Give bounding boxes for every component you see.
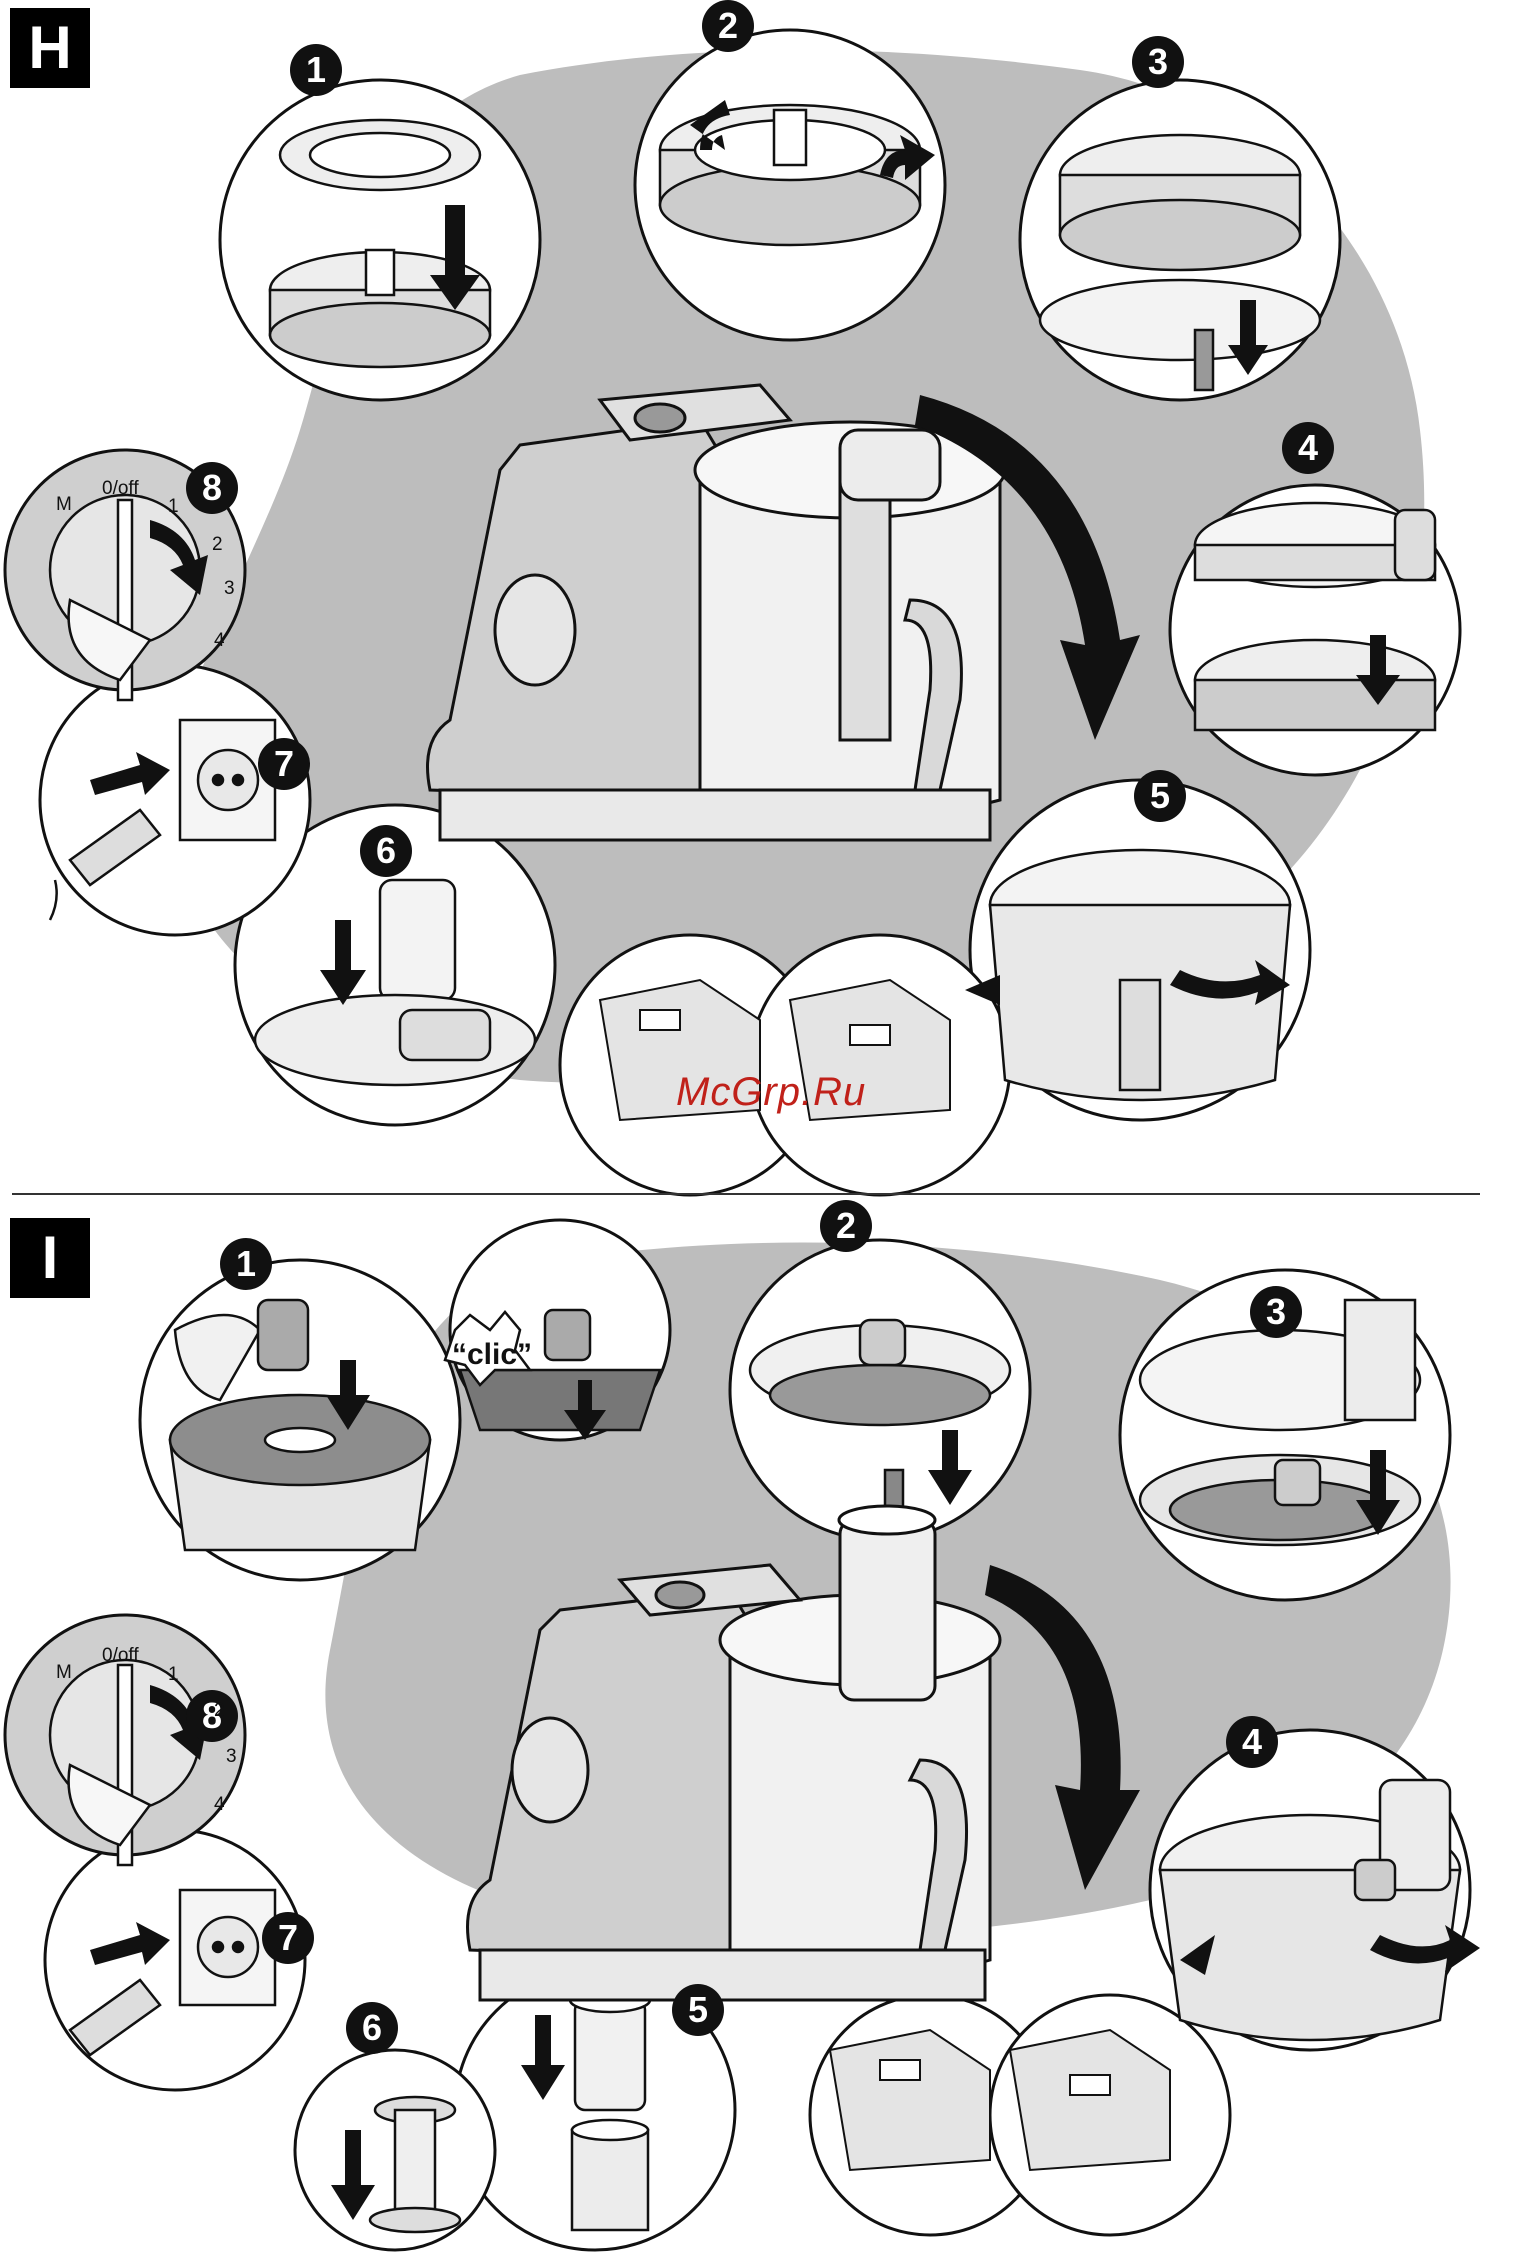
step-number-i3: 3	[1250, 1286, 1302, 1338]
dial-label-i-1: 1	[168, 1664, 179, 1686]
dial-label-i-3: 3	[226, 1746, 237, 1768]
dial-label-i-off: 0/off	[102, 1645, 139, 1667]
step-number-h4: 4	[1282, 422, 1334, 474]
step-number-h8: 8	[186, 462, 238, 514]
section-divider	[12, 1193, 1480, 1195]
step-number-h5: 5	[1134, 770, 1186, 822]
step-number-h2: 2	[702, 0, 754, 52]
watermark: McGrp.Ru	[676, 1070, 866, 1115]
dial-label-i-4: 4	[214, 1794, 225, 1816]
feed-tube-i5	[570, 1988, 650, 2230]
step-number-i4: 4	[1226, 1716, 1278, 1768]
step-number-h6: 6	[360, 825, 412, 877]
socket-h7	[180, 720, 275, 840]
step-number-i1: 1	[220, 1238, 272, 1290]
dial-label-h-off: 0/off	[102, 478, 139, 500]
step-number-h7: 7	[258, 738, 310, 790]
socket-i7	[180, 1890, 275, 2005]
dial-label-h-1: 1	[168, 496, 179, 518]
section-label-h: H	[10, 8, 90, 88]
dial-label-i-m: M	[56, 1662, 72, 1684]
step-number-h1: 1	[290, 44, 342, 96]
step-number-i5: 5	[672, 1984, 724, 2036]
dial-label-h-3: 3	[224, 578, 235, 600]
bowl-lock-h5	[990, 850, 1290, 1100]
step-number-i7: 7	[262, 1912, 314, 1964]
dial-label-h-4: 4	[214, 630, 225, 652]
food-processor-h	[428, 385, 1006, 840]
step-number-h3: 3	[1132, 36, 1184, 88]
step-number-i8: 8	[186, 1690, 238, 1742]
clic-sound-label: “clic”	[452, 1338, 532, 1372]
dial-label-i-2: 2	[214, 1700, 225, 1722]
step-number-i2: 2	[820, 1200, 872, 1252]
dial-label-h-2: 2	[212, 534, 223, 556]
dial-label-h-m: M	[56, 494, 72, 516]
section-label-i: I	[10, 1218, 90, 1298]
step-number-i6: 6	[346, 2002, 398, 2054]
